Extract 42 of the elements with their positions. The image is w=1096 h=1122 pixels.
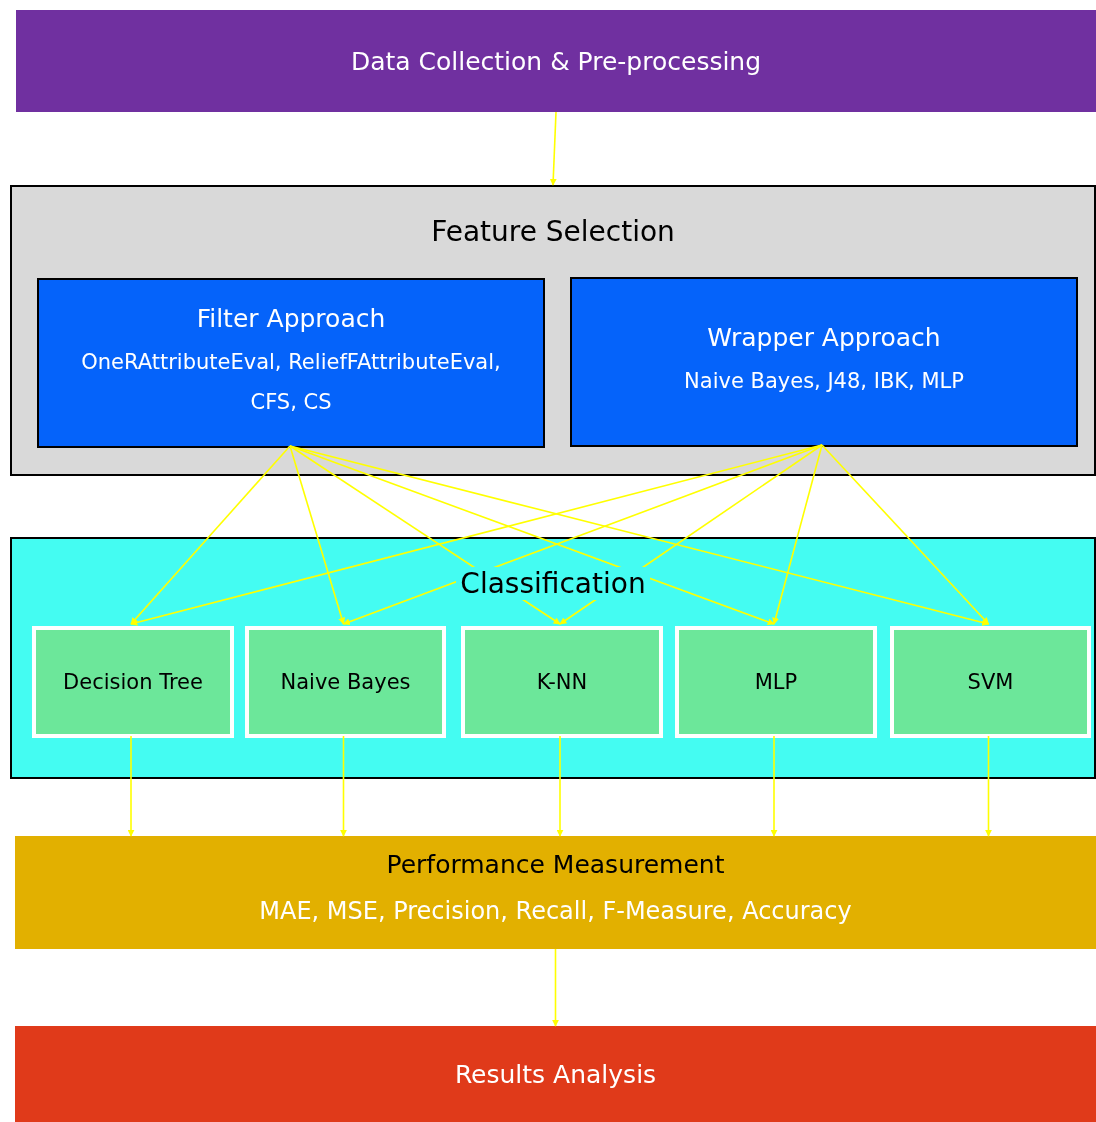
group-panel: [10, 185, 1096, 476]
method-box: [570, 277, 1078, 447]
classifier-box: [461, 626, 663, 738]
arrow: [772, 444, 823, 625]
classifier-box: [675, 626, 877, 738]
box-title: K-NN: [535, 670, 589, 694]
box-text: Naive Bayes, J48, IBK, MLP: [684, 367, 964, 395]
arrow: [985, 735, 992, 837]
stage-band: [16, 10, 1096, 112]
arrow: [289, 445, 561, 625]
box-title: Data Collection & Pre-processing: [349, 46, 763, 76]
box-title: Filter Approach: [195, 303, 387, 333]
classifier-box: [245, 626, 446, 738]
classifier-box: [32, 626, 234, 738]
arrow: [289, 445, 775, 626]
box-title: Performance Measurement: [385, 850, 726, 880]
arrow: [340, 735, 347, 837]
box-title: Classification: [456, 567, 650, 600]
arrow: [289, 445, 346, 625]
stage-band: [15, 836, 1096, 949]
arrow: [821, 444, 990, 625]
box-title: SVM: [966, 670, 1015, 694]
box-title: Naive Bayes: [279, 670, 412, 694]
stage-band: [15, 1026, 1096, 1122]
arrow: [127, 735, 135, 837]
box-text: MAE, MSE, Precision, Recall, F-Measure, Accuracy: [259, 896, 852, 928]
arrow: [549, 111, 557, 186]
arrow: [770, 735, 778, 837]
box-title: Decision Tree: [62, 670, 204, 694]
method-box: [37, 278, 545, 448]
box-text: OneRAttributeEval, ReliefFAttributeEval, CFS, CS: [80, 348, 502, 416]
box-title: Results Analysis: [453, 1059, 658, 1089]
arrow: [559, 444, 823, 625]
arrow: [552, 948, 559, 1027]
group-panel: [10, 537, 1096, 779]
box-title: MLP: [753, 670, 799, 694]
arrow: [130, 445, 291, 625]
arrow: [556, 735, 564, 837]
classifier-box: [890, 626, 1091, 738]
arrow: [342, 444, 823, 626]
box-title: Wrapper Approach: [706, 322, 942, 352]
arrow: [289, 445, 990, 626]
